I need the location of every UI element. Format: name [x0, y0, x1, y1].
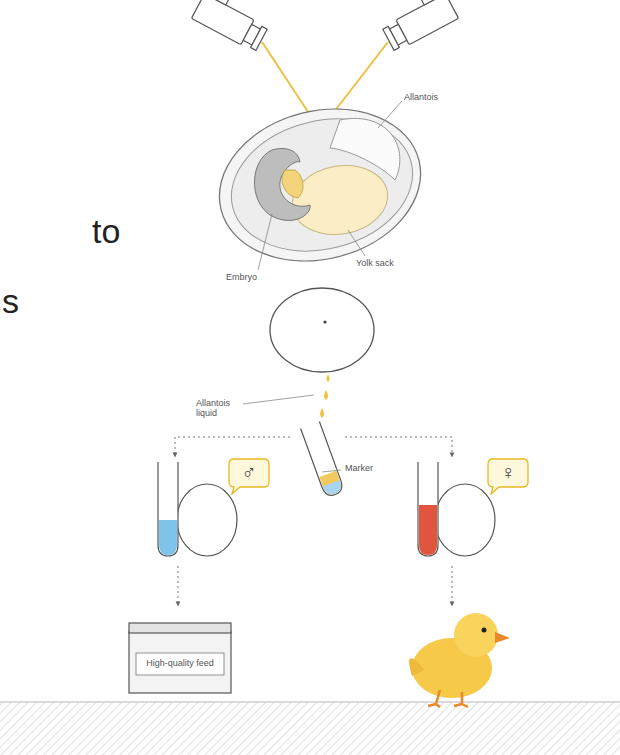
part-label: Yolk sack: [356, 258, 394, 268]
ground: [0, 702, 620, 755]
branch-arrow: [175, 437, 290, 455]
part-label: Allantois liquid: [196, 398, 244, 419]
feed-box: High-quality feed: [128, 622, 232, 694]
leader-line: [378, 101, 402, 128]
outcome-arrow: [452, 566, 453, 604]
sex-symbol: ♂: [228, 458, 270, 487]
female-sample: [418, 462, 495, 556]
leader-line: [322, 470, 341, 472]
outcome-arrow: [178, 566, 179, 604]
leader-line: [258, 214, 272, 270]
female-symbol-bubble: ♀: [487, 458, 529, 495]
slide-text-fragment: to: [92, 212, 120, 251]
test-tube: [301, 422, 345, 498]
male-sample: [158, 462, 237, 556]
part-label: Embryo: [226, 272, 257, 282]
egg-cross-section: [203, 89, 437, 282]
branch-arrow: [345, 437, 452, 455]
slide-text-fragment: s: [2, 282, 19, 321]
leader-line: [348, 230, 365, 256]
male-symbol-bubble: ♂: [228, 458, 270, 495]
part-label: Allantois: [404, 92, 438, 102]
part-label: Marker: [345, 463, 373, 473]
leader-line: [243, 395, 314, 404]
chick: [409, 613, 510, 707]
camera-right: [378, 0, 458, 52]
camera-left: [191, 0, 271, 52]
sex-symbol: ♀: [487, 458, 529, 487]
feed-label: High-quality feed: [128, 622, 232, 668]
